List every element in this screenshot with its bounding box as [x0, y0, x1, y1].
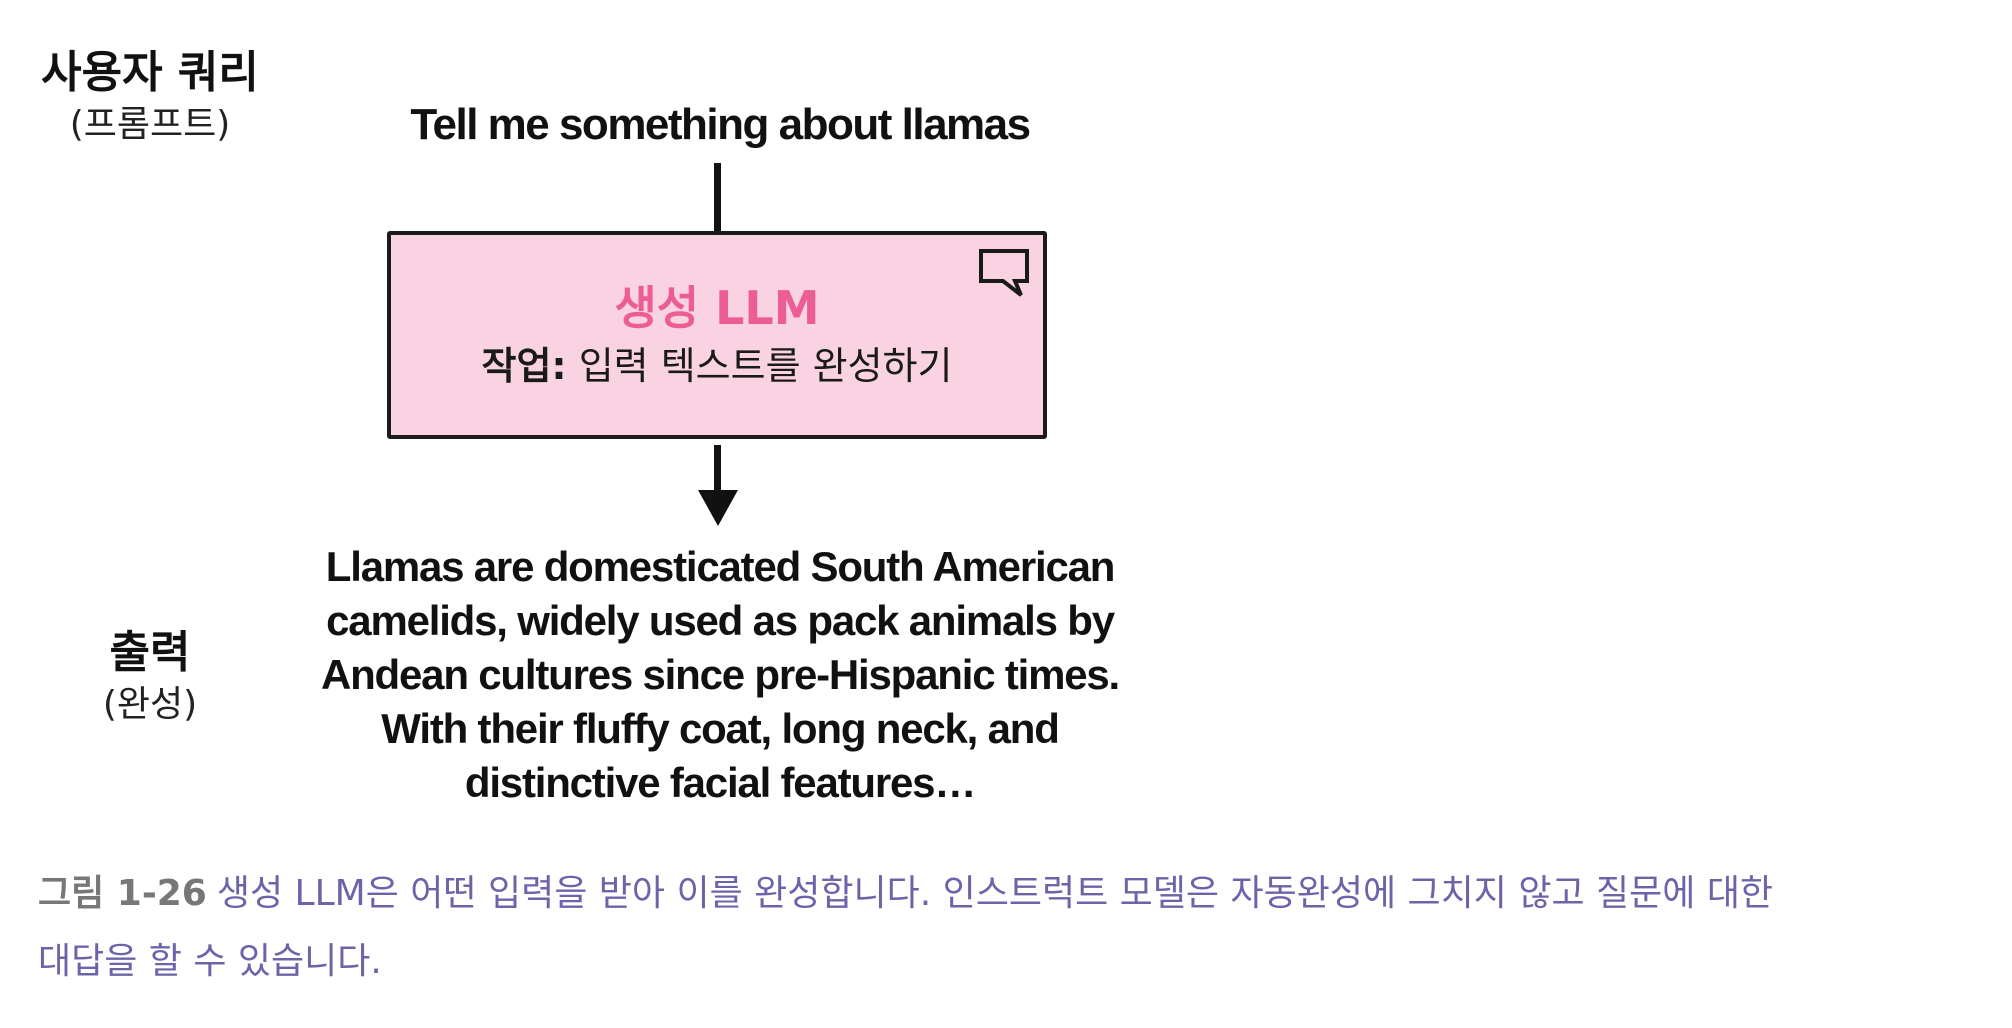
prompt-connector-line	[714, 163, 721, 233]
down-arrow-icon	[698, 490, 738, 526]
generative-llm-box: 생성 LLM 작업: 입력 텍스트를 완성하기	[387, 231, 1047, 439]
prompt-text: Tell me something about llamas	[410, 100, 1031, 149]
output-text: Llamas are domesticated South American c…	[300, 540, 1140, 810]
user-query-subtitle: (프롬프트)	[69, 104, 231, 145]
llm-task-label: 작업:	[481, 344, 567, 388]
caption-line-2: 대답을 할 수 있습니다.	[38, 941, 382, 982]
output-label: 출력 (완성)	[35, 625, 265, 729]
output-line: Llamas are domesticated South American	[325, 543, 1116, 590]
output-title: 출력	[109, 627, 191, 678]
output-subtitle: (완성)	[102, 684, 198, 725]
output-line: Andean cultures since pre-Hispanic times…	[320, 651, 1120, 698]
llm-task: 작업: 입력 텍스트를 완성하기	[391, 341, 1043, 391]
user-query-label: 사용자 쿼리 (프롬프트)	[35, 45, 265, 149]
output-connector-line	[714, 445, 721, 495]
llm-task-text: 입력 텍스트를 완성하기	[578, 344, 953, 388]
output-line: With their fluffy coat, long neck, and	[381, 705, 1060, 752]
user-query-title: 사용자 쿼리	[41, 47, 259, 98]
output-line: distinctive facial features…	[464, 759, 976, 806]
chat-bubble-icon	[979, 249, 1029, 297]
llm-title: 생성 LLM	[614, 281, 820, 335]
output-line: camelids, widely used as pack animals by	[326, 597, 1115, 644]
caption-text-1: 생성 LLM은 어떤 입력을 받아 이를 완성합니다. 인스트럭트 모델은 자동…	[216, 873, 1774, 914]
figure-number: 그림 1-26	[38, 873, 207, 914]
